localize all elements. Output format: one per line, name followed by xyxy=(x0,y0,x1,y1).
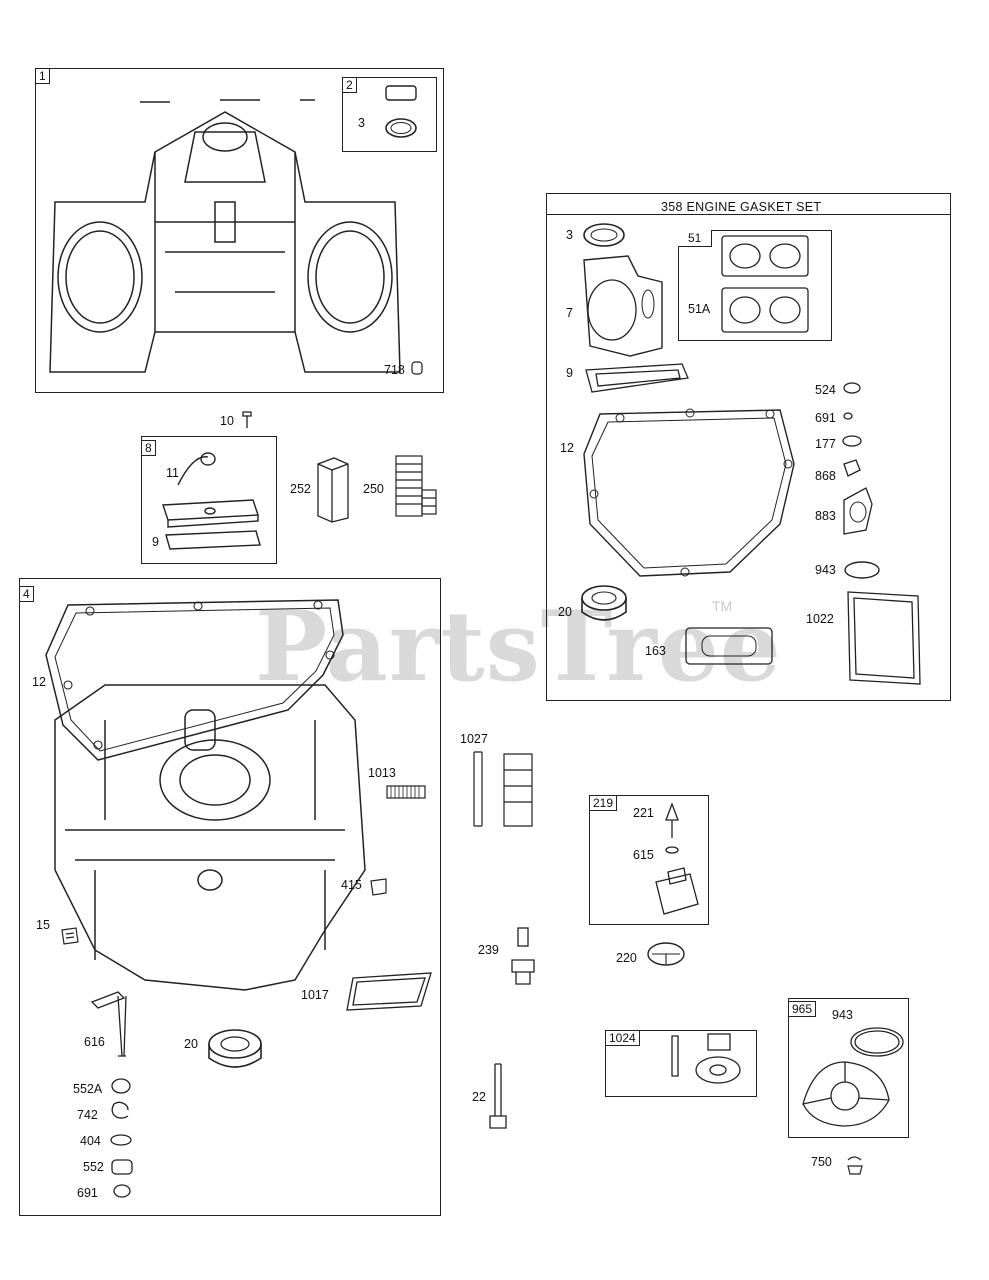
small-parts-column-drawing[interactable] xyxy=(106,1074,136,1204)
part-label-1017[interactable]: 1017 xyxy=(301,988,329,1002)
group-8-frame xyxy=(141,436,277,564)
part-label-750[interactable]: 750 xyxy=(811,1155,832,1169)
part-252-drawing[interactable] xyxy=(314,454,354,524)
part-250-drawing[interactable] xyxy=(392,452,442,522)
group-2-tag[interactable]: 2 xyxy=(342,77,357,93)
crankcase-gasket-drawing[interactable] xyxy=(38,595,348,770)
part-label-177[interactable]: 177 xyxy=(815,437,836,451)
intake-gasket-51-drawing[interactable] xyxy=(718,232,814,336)
part-label-252[interactable]: 252 xyxy=(290,482,311,496)
part-label-239[interactable]: 239 xyxy=(478,943,499,957)
gasket-163-drawing[interactable] xyxy=(682,622,778,670)
part-label-20-gasket[interactable]: 20 xyxy=(558,605,572,619)
part-label-404[interactable]: 404 xyxy=(80,1134,101,1148)
group-2-frame xyxy=(342,77,437,152)
part-15-drawing[interactable] xyxy=(58,924,82,948)
screw-10-drawing[interactable] xyxy=(241,410,253,430)
group-51-frame xyxy=(678,230,832,341)
part-label-163[interactable]: 163 xyxy=(645,644,666,658)
part-label-11[interactable]: 11 xyxy=(166,466,179,480)
part-label-3-top[interactable]: 3 xyxy=(358,116,365,130)
part-label-51A[interactable]: 51A xyxy=(688,302,711,316)
group-4-frame xyxy=(19,578,441,1216)
gasket-set-frame xyxy=(546,193,951,701)
group-1024-frame xyxy=(605,1030,757,1097)
part-label-250[interactable]: 250 xyxy=(363,482,384,496)
part-label-691-left[interactable]: 691 xyxy=(77,1186,98,1200)
group-965-tag[interactable]: 965 xyxy=(788,1001,817,1017)
part-label-1027[interactable]: 1027 xyxy=(460,732,488,746)
cover-965-drawing[interactable] xyxy=(795,1022,907,1134)
part-label-22[interactable]: 22 xyxy=(472,1090,486,1104)
part-1027-drawing[interactable] xyxy=(470,748,540,830)
seal-20-left-drawing[interactable] xyxy=(205,1026,265,1074)
valve-cover-gasket-1022-drawing[interactable] xyxy=(840,584,926,694)
breather-assembly-drawing[interactable] xyxy=(158,445,268,555)
part-label-9-gasket[interactable]: 9 xyxy=(566,366,573,380)
part-1013-drawing[interactable] xyxy=(385,782,429,802)
group-1-tag[interactable]: 1 xyxy=(35,68,50,84)
group-51-tag[interactable]: 51 xyxy=(678,230,713,247)
group-8-tag[interactable]: 8 xyxy=(141,440,156,456)
gasket-3-drawing[interactable] xyxy=(580,220,630,252)
pump-1024-drawing[interactable] xyxy=(664,1032,754,1092)
group-4-tag[interactable]: 4 xyxy=(19,586,34,602)
group-219-frame xyxy=(589,795,709,925)
part-750-drawing[interactable] xyxy=(844,1152,866,1178)
part-label-1022[interactable]: 1022 xyxy=(806,612,834,626)
group-219-tag[interactable]: 219 xyxy=(589,795,618,811)
head-gasket-7-drawing[interactable] xyxy=(578,252,668,362)
watermark-tm: TM xyxy=(712,598,733,614)
exhaust-gasket-883-drawing[interactable] xyxy=(838,484,878,538)
part-label-1013[interactable]: 1013 xyxy=(368,766,396,780)
crankcase-gasket-12-drawing[interactable] xyxy=(580,404,800,584)
small-seals-column-drawing[interactable] xyxy=(840,378,880,488)
part-label-552[interactable]: 552 xyxy=(83,1160,104,1174)
part-label-742[interactable]: 742 xyxy=(77,1108,98,1122)
part-label-220[interactable]: 220 xyxy=(616,951,637,965)
watermark: PartsTree xyxy=(255,590,782,703)
part-label-10[interactable]: 10 xyxy=(220,414,234,428)
seal-20-gasket-drawing[interactable] xyxy=(578,582,630,628)
group-965-frame xyxy=(788,998,909,1138)
part-label-221[interactable]: 221 xyxy=(633,806,654,820)
part-label-552A[interactable]: 552A xyxy=(73,1082,103,1096)
part-label-615[interactable]: 615 xyxy=(633,848,654,862)
part-label-943-gasket[interactable]: 943 xyxy=(815,563,836,577)
part-718-drawing[interactable] xyxy=(411,360,425,376)
part-label-943-group-965[interactable]: 943 xyxy=(832,1008,853,1022)
part-1017-drawing[interactable] xyxy=(343,968,435,1014)
part-label-868[interactable]: 868 xyxy=(815,469,836,483)
part-label-691-gasket[interactable]: 691 xyxy=(815,411,836,425)
part-label-15[interactable]: 15 xyxy=(36,918,50,932)
cylinder-block-drawing[interactable] xyxy=(45,92,405,392)
part-label-9-left[interactable]: 9 xyxy=(152,535,159,549)
crankcase-cover-drawing[interactable] xyxy=(45,680,375,1010)
part-label-20-left[interactable]: 20 xyxy=(184,1037,198,1051)
sensor-239-drawing[interactable] xyxy=(508,926,538,990)
part-label-7[interactable]: 7 xyxy=(566,306,573,320)
part-label-12-left[interactable]: 12 xyxy=(32,675,46,689)
group-1024-tag[interactable]: 1024 xyxy=(605,1030,640,1046)
part-220-drawing[interactable] xyxy=(646,940,688,970)
part-label-12-gasket[interactable]: 12 xyxy=(560,441,574,455)
part-label-524[interactable]: 524 xyxy=(815,383,836,397)
part-label-3-gasket[interactable]: 3 xyxy=(566,228,573,242)
group-1-frame xyxy=(35,68,444,393)
o-ring-943-gasket-drawing[interactable] xyxy=(843,559,883,581)
governor-shaft-616-drawing[interactable] xyxy=(88,982,138,1058)
gasket-set-title: 358 ENGINE GASKET SET xyxy=(661,200,822,214)
part-label-718[interactable]: 718 xyxy=(384,363,405,377)
part-label-616[interactable]: 616 xyxy=(84,1035,105,1049)
bolt-22-drawing[interactable] xyxy=(486,1060,510,1134)
part-415-drawing[interactable] xyxy=(368,875,390,899)
regulator-219-drawing[interactable] xyxy=(650,800,710,922)
gasket-9-drawing[interactable] xyxy=(582,360,692,398)
seal-part-2-drawing[interactable] xyxy=(382,84,422,140)
part-label-883[interactable]: 883 xyxy=(815,509,836,523)
